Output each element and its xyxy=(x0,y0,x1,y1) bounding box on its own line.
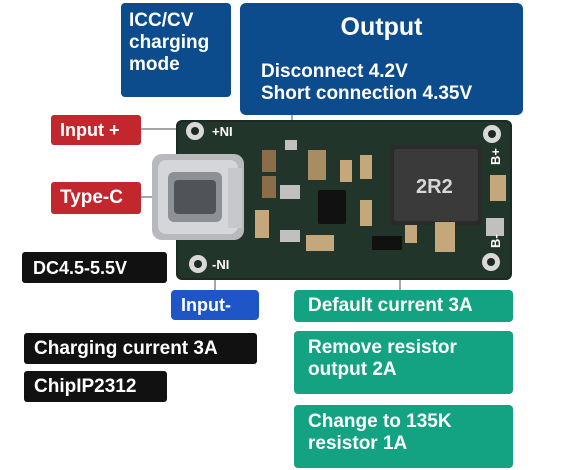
silk-label-b-plus: B+ xyxy=(488,148,503,165)
silk-label-b-minus: B- xyxy=(488,234,503,248)
inductor-marking: 2R2 xyxy=(416,176,453,198)
icc-cv-line-1: ICC/CV xyxy=(129,10,194,31)
input-plus-label: Input + xyxy=(51,115,141,145)
output-title: Output xyxy=(340,13,423,41)
remove-resistor-line-2: output 2A xyxy=(308,358,397,380)
chip-label: ChipIP2312 xyxy=(24,371,167,402)
dc-range-label: DC4.5-5.5V xyxy=(22,252,167,283)
icc-cv-mode-label: ICC/CV charging mode xyxy=(121,3,231,97)
output-short-line: Short connection 4.35V xyxy=(261,83,473,104)
remove-resistor-line-1: Remove resistor xyxy=(308,337,457,358)
silk-label-minus-ni: -NI xyxy=(212,257,229,272)
icc-cv-line-2: charging xyxy=(129,31,210,53)
pcb xyxy=(152,120,512,280)
output-disconnect-line: Disconnect 4.2V xyxy=(261,61,408,82)
change-resistor-label: Change to 135K resistor 1A xyxy=(294,405,513,468)
output-label: Output Disconnect 4.2V Short connection … xyxy=(240,3,523,115)
silk-label-plus-ni: +NI xyxy=(212,124,233,139)
default-current-label: Default current 3A xyxy=(294,290,513,322)
change-resistor-line-1: Change to 135K xyxy=(308,411,452,432)
icc-cv-line-3: mode xyxy=(129,53,180,75)
input-minus-label: Input- xyxy=(171,290,259,320)
type-c-label: Type-C xyxy=(51,182,141,214)
charging-current-label: Charging current 3A xyxy=(24,333,257,364)
change-resistor-line-2: resistor 1A xyxy=(308,432,408,454)
remove-resistor-label: Remove resistor output 2A xyxy=(294,331,513,394)
